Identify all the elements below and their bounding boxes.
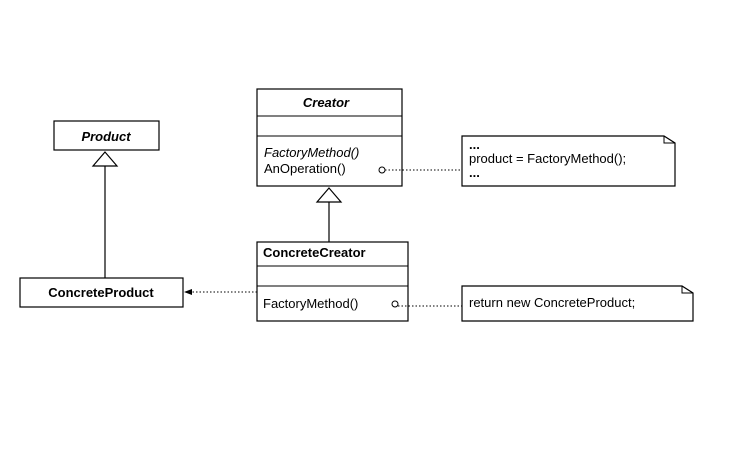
note-creator-box [461, 135, 676, 187]
class-creator: Creator FactoryMethod() AnOperation() [256, 88, 403, 187]
class-concrete-creator-name: ConcreteCreator [263, 245, 366, 260]
class-concrete-creator: ConcreteCreator FactoryMethod() [256, 241, 409, 322]
creates-dependency-arrowhead [184, 289, 192, 295]
class-concrete-product: ConcreteProduct [19, 277, 184, 308]
note-concrete-creator-fold [681, 286, 693, 294]
note-concrete-creator-line-1: return new ConcreteProduct; [469, 295, 635, 310]
class-concrete-product-box [19, 277, 184, 308]
note-creator-fold [663, 136, 675, 144]
class-concrete-creator-box [256, 241, 409, 322]
class-creator-box [256, 88, 403, 187]
note-anchor-circle [391, 300, 399, 308]
note-creator-an-operation: ... product = FactoryMethod(); ... [378, 135, 676, 187]
note-anchor-circle [378, 166, 386, 174]
class-creator-name: Creator [303, 95, 350, 110]
class-product-box [53, 120, 160, 151]
class-product-name: Product [81, 129, 131, 144]
creator-op-an-operation: AnOperation() [264, 161, 346, 176]
note-concrete-creator-box [461, 285, 694, 322]
note-creator-line-2: product = FactoryMethod(); [469, 151, 626, 166]
note-creator-line-1: ... [469, 137, 480, 152]
concrete-creator-op-factory-method: FactoryMethod() [263, 296, 358, 311]
note-concrete-creator-factory-method: return new ConcreteProduct; [391, 285, 694, 322]
class-concrete-product-name: ConcreteProduct [48, 285, 154, 300]
class-product: Product [53, 120, 160, 151]
creator-inheritance-arrow [315, 187, 343, 203]
product-inheritance-arrow [91, 151, 119, 167]
creator-op-factory-method: FactoryMethod() [264, 145, 359, 160]
note-creator-line-3: ... [469, 165, 480, 180]
